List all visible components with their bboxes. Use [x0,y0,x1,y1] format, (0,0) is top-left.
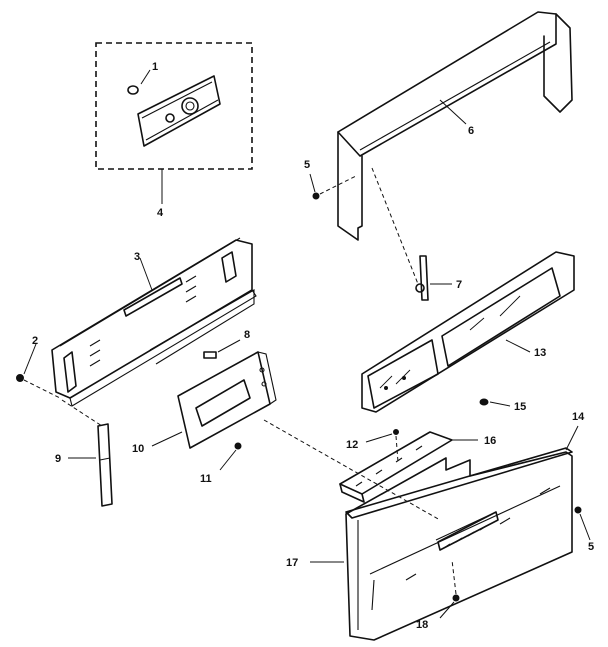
callout-7: 7 [456,279,462,291]
window-pane-left [367,339,439,409]
callout-5-upper: 5 [304,159,310,171]
part-18-screw [452,594,460,602]
switch-plate-edge [141,81,219,141]
window-pane-right [441,267,561,367]
part-17-lower-backguard [345,451,573,641]
part-15-screw [479,398,489,406]
callout-9: 9 [55,453,61,465]
leader-12 [365,433,393,443]
callout-1: 1 [152,61,158,73]
control-panel-end-cap [221,251,237,283]
part-11-screw [234,442,242,450]
callout-13: 13 [534,347,546,359]
leader-11 [219,449,237,471]
callout-2: 2 [32,335,38,347]
part-2-screw [16,374,24,382]
bracket-hole-2 [261,381,267,387]
lower-backguard-grill [443,525,487,549]
leader-1 [140,69,151,85]
part-3-control-panel [51,237,257,407]
lower-backguard-marks [405,487,551,581]
part-12-path [395,435,399,463]
window-frame [361,251,575,413]
part-5-screw-lower [574,506,582,514]
part-13-window-panel [361,251,575,413]
leader-6 [439,99,467,125]
lower-backguard-details [357,485,561,630]
bracket-plate [177,351,271,449]
leader-8 [217,339,241,353]
glass-reflection [379,295,521,389]
leader-3 [139,257,153,291]
switch-knob-large [181,97,199,115]
control-panel-vents-left [89,339,101,367]
backguard-left-leg [337,131,363,241]
hinge-bar-detail [99,457,111,461]
lower-backguard-body [345,451,573,641]
backguard-top-face [337,11,557,157]
part-7-clip [415,283,425,293]
leader-10 [151,431,183,447]
glass-dot-1 [384,386,388,390]
leader-14 [565,425,579,451]
bracket-side [257,351,277,405]
callout-6: 6 [468,125,474,137]
part-switch-plate [137,75,221,147]
part-8-fastener [203,351,217,359]
control-panel-left-cap [63,351,77,393]
bracket-window [195,379,251,427]
part-4-assembly [95,42,253,170]
control-panel-body [51,239,253,399]
part-5-screw-upper [312,192,320,200]
backguard-right-leg [543,13,573,113]
callout-18: 18 [416,619,428,631]
part-14-trim-strip [345,447,573,519]
control-panel-slot [123,277,183,317]
part-9-hinge-bar [97,423,113,507]
leader-15 [489,401,511,407]
control-panel-bottom-lip [149,289,255,365]
part-10-bracket [177,351,277,449]
callout-3: 3 [134,251,140,263]
leader-5-upper [309,173,316,193]
callout-10: 10 [132,443,144,455]
callout-8: 8 [244,329,250,341]
callout-11: 11 [200,473,212,485]
callout-14: 14 [572,411,585,423]
callout-5-lower: 5 [588,541,594,553]
control-panel-vents [185,275,197,303]
part-7-path [371,167,419,285]
terminal-block-contacts [355,445,423,487]
bracket-hole-1 [259,367,265,373]
glass-dot-2 [402,376,406,380]
lower-backguard-slot [437,511,499,551]
leader-5-lower [579,513,591,541]
leader-2 [23,343,37,375]
switch-knob-center [185,101,195,111]
part-4-dashed-outline [95,42,253,170]
part-9-path [61,399,103,427]
backguard-inner-edge [359,41,551,151]
part-1-knob [127,85,139,95]
callout-12: 12 [346,439,358,451]
terminal-block-side [339,483,365,503]
callout-16: 16 [484,435,496,447]
callout-4: 4 [157,207,164,219]
switch-knob-small [165,113,175,123]
part-6-backguard-top [337,11,573,241]
callout-15: 15 [514,401,526,413]
part-7-bracket [419,255,429,301]
leader-18 [439,601,455,619]
callout-17: 17 [286,557,298,569]
part-12-screw [393,429,399,435]
leader-13 [505,339,531,353]
part-18-path [451,559,457,595]
bracket-path [263,419,441,521]
control-panel-edges [59,237,257,407]
